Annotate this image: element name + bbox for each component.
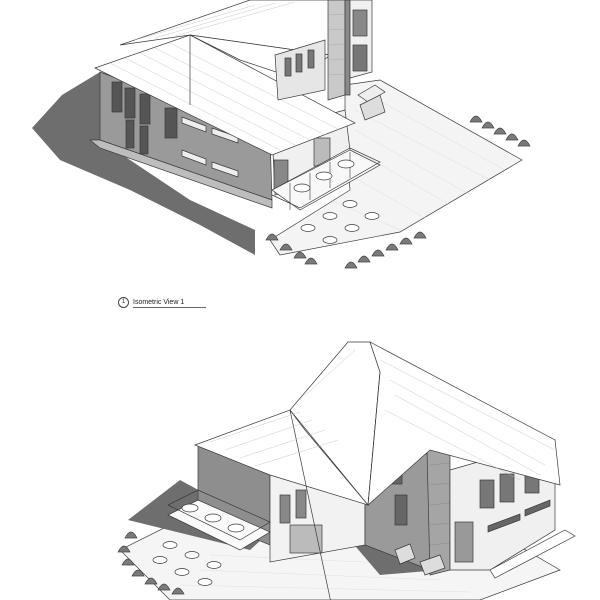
view2-patio-tables (152, 541, 222, 586)
view2-shrubs (117, 531, 185, 595)
view1-patio-tables (300, 200, 380, 244)
view1-shadow (32, 72, 255, 255)
isometric-view-2 (117, 341, 576, 600)
view1-roof-front (94, 34, 356, 156)
isometric-view-1 (32, 0, 531, 269)
view2-deck-tables (181, 503, 245, 533)
view-title-label: Isometric View 1 (133, 298, 207, 308)
view1-deck-tables (293, 159, 355, 193)
view-number-badge: 1 (118, 297, 129, 308)
view2-roof-main (289, 409, 331, 600)
view-title-1: 1 Isometric View 1 (118, 297, 207, 308)
view1-shrubs (265, 115, 531, 269)
